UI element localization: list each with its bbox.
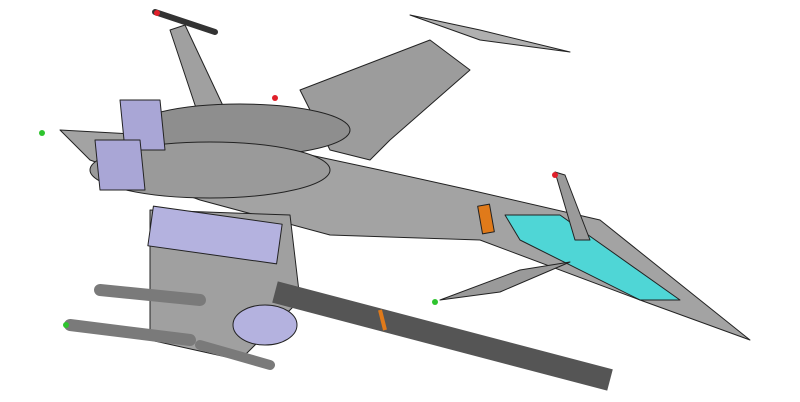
fuel-tank (232, 304, 298, 346)
green-tip (39, 130, 45, 136)
orange-band (477, 203, 495, 235)
fin-missile (152, 9, 218, 35)
missile (64, 319, 196, 346)
nose-fin-bottom (439, 261, 571, 301)
cannon-band (378, 309, 387, 331)
wing-tip-missile (409, 14, 571, 53)
green-tip (63, 322, 69, 328)
green-tip (432, 299, 438, 305)
cannon-barrel (272, 281, 613, 391)
engine-nozzle-lower (94, 139, 146, 191)
nose-fin-top (554, 171, 591, 241)
canopy (504, 214, 681, 301)
ammo-pod (147, 205, 283, 265)
missile (195, 340, 275, 370)
missile (94, 284, 206, 306)
red-tip (154, 10, 160, 16)
red-tip (552, 172, 558, 178)
red-tip (272, 95, 278, 101)
engine-nozzle-upper (119, 99, 166, 151)
engine-lower (89, 141, 331, 199)
